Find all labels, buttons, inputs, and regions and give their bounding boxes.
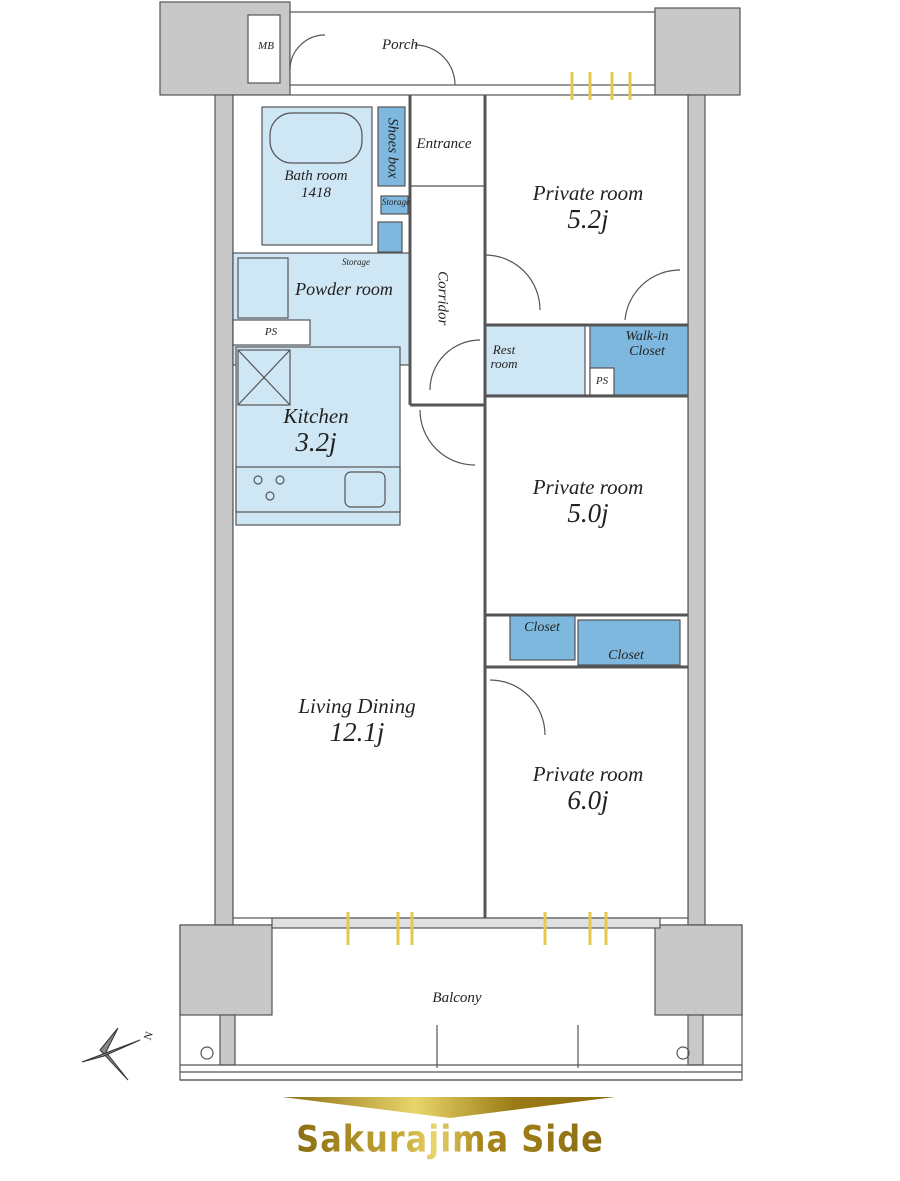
rest-room [484,324,586,396]
ps-shaft-2 [589,367,615,396]
pillar-right [654,924,743,1016]
label-ps-2: PS [595,375,609,387]
private1-name: Private room [532,181,644,205]
label-storage-1: Storage [382,197,410,207]
window-marks [346,72,632,945]
living-name: Living Dining [298,694,416,718]
rest-line2: room [490,356,518,372]
private3-area: 6.0j [567,785,609,816]
walkin-line1: Walk-in [625,329,669,344]
wall-left [214,94,234,926]
label-corridor: Corridor [434,271,451,326]
compass-icon [81,1027,141,1081]
label-powder-room: Powder room [295,279,393,299]
mb-room [247,14,281,84]
bath-name: Bath room [284,168,348,184]
ps-shaft-1 [232,319,311,346]
shoes-box [377,106,406,187]
label-entrance: Entrance [416,136,472,152]
label-storage-2: Storage [342,257,370,267]
wall-right [687,94,706,926]
fridge-space [237,349,291,406]
sink [344,471,386,508]
pillar-left [179,924,273,1016]
closet-1 [509,614,576,661]
rest-line1: Rest [492,342,516,357]
living-area: 12.1j [329,717,385,748]
private2-area: 5.0j [567,498,609,529]
closet-2 [577,619,681,666]
orientation-label: Sakurajima Side [296,1117,604,1161]
wall-top-right [654,7,741,96]
balcony [179,924,743,1081]
storage-2 [377,221,403,253]
label-porch: Porch [381,37,419,53]
label-closet-1: Closet [524,620,560,635]
label-mb: MB [258,40,274,52]
private1-area: 5.2j [567,204,609,235]
washer [237,257,289,319]
bathtub [269,112,363,164]
label-ps-1: PS [264,326,278,338]
counter [235,466,401,513]
storage-small [380,195,409,215]
walkin-line2: Closet [629,344,665,360]
porch-area [289,11,656,86]
powder-room [232,252,411,366]
label-shoes-box: Shoes box [384,118,401,179]
bath-size: 1418 [300,184,331,201]
private3-name: Private room [532,762,644,786]
private2-name: Private room [532,475,644,499]
label-closet-2: Closet [608,648,644,663]
kitchen-name: Kitchen [283,404,349,428]
kitchen-area: 3.2j [295,427,337,458]
label-balcony: Balcony [432,990,482,1006]
direction-arrow [282,1097,615,1118]
bath-room [261,106,373,246]
